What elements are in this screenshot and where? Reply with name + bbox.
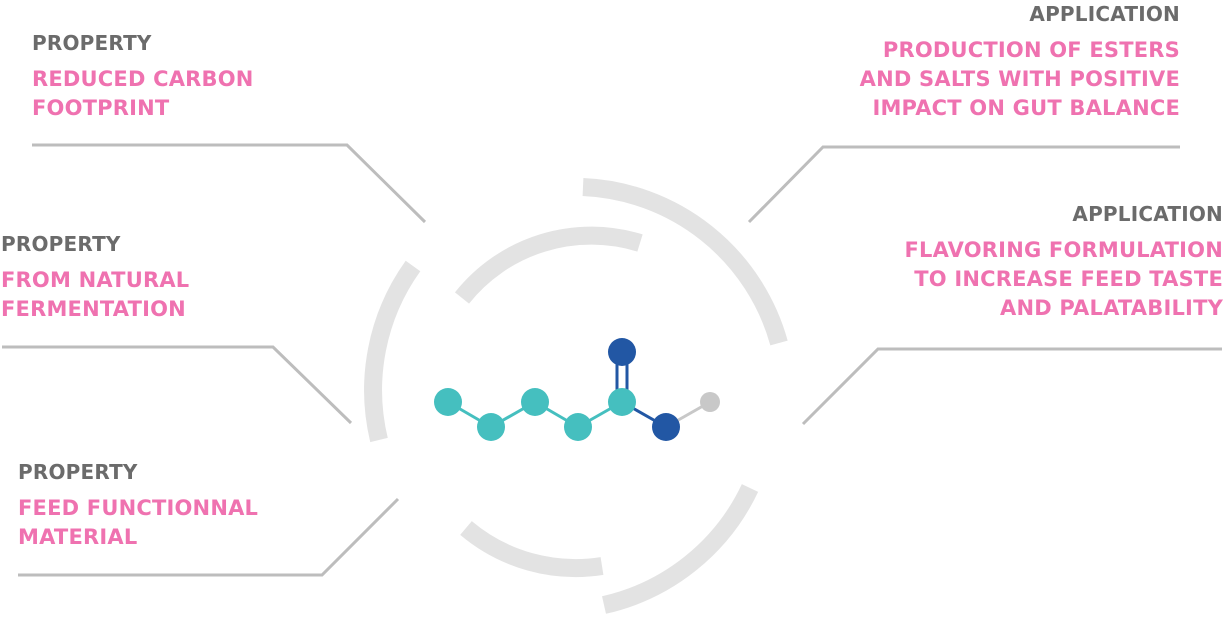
atom-hydrogen (700, 392, 720, 412)
property-1-heading: PROPERTY (32, 31, 152, 55)
atom-carbon-4 (564, 413, 592, 441)
ring-arc-top (582, 178, 788, 346)
application-2-line-2: TO INCREASE FEED TASTE (914, 267, 1223, 291)
inner-arc-top (454, 226, 643, 304)
property-1-line-1: REDUCED CARBON (32, 67, 254, 91)
property-1-text: REDUCED CARBON FOOTPRINT (32, 65, 254, 123)
molecule (434, 338, 720, 441)
property-2-heading: PROPERTY (1, 232, 121, 256)
property-3: PROPERTY FEED FUNCTIONNAL MATERIAL (18, 460, 258, 552)
ring-arc-left (364, 260, 421, 443)
property-1-line-2: FOOTPRINT (32, 96, 170, 120)
property-3-heading: PROPERTY (18, 460, 138, 484)
property-3-line-2: MATERIAL (18, 525, 138, 549)
application-2: APPLICATION FLAVORING FORMULATION TO INC… (905, 202, 1223, 323)
connector-property-3 (18, 497, 400, 577)
atom-oxygen-double (608, 338, 636, 366)
property-2-text: FROM NATURAL FERMENTATION (1, 266, 189, 324)
application-1-line-2: AND SALTS WITH POSITIVE (859, 67, 1180, 91)
property-3-line-1: FEED FUNCTIONNAL (18, 496, 259, 520)
application-1-line-3: IMPACT ON GUT BALANCE (872, 96, 1180, 120)
application-1-line-1: PRODUCTION OF ESTERS (882, 38, 1180, 62)
connector-application-1 (747, 145, 1180, 224)
connector-property-2 (2, 345, 353, 425)
inner-arc-bottom (460, 521, 604, 577)
application-2-text: FLAVORING FORMULATION TO INCREASE FEED T… (905, 236, 1223, 323)
application-1: APPLICATION PRODUCTION OF ESTERS AND SAL… (860, 2, 1180, 123)
atom-oxygen (652, 413, 680, 441)
atom-carbon-1 (434, 388, 462, 416)
application-1-heading: APPLICATION (1029, 2, 1180, 26)
connector-property-1 (32, 143, 427, 224)
connector-application-2 (801, 347, 1222, 426)
application-2-line-3: AND PALATABILITY (1000, 296, 1223, 320)
property-3-text: FEED FUNCTIONNAL MATERIAL (18, 494, 258, 552)
application-2-line-1: FLAVORING FORMULATION (904, 238, 1223, 262)
ring-arc-bottom (601, 484, 759, 614)
property-2-line-2: FERMENTATION (1, 297, 186, 321)
atom-carbon-5 (608, 388, 636, 416)
property-1: PROPERTY REDUCED CARBON FOOTPRINT (32, 31, 254, 123)
atom-carbon-2 (477, 413, 505, 441)
atom-carbon-3 (521, 388, 549, 416)
property-2-line-1: FROM NATURAL (1, 268, 190, 292)
property-2: PROPERTY FROM NATURAL FERMENTATION (1, 232, 189, 324)
application-1-text: PRODUCTION OF ESTERS AND SALTS WITH POSI… (860, 36, 1180, 123)
application-2-heading: APPLICATION (1072, 202, 1223, 226)
